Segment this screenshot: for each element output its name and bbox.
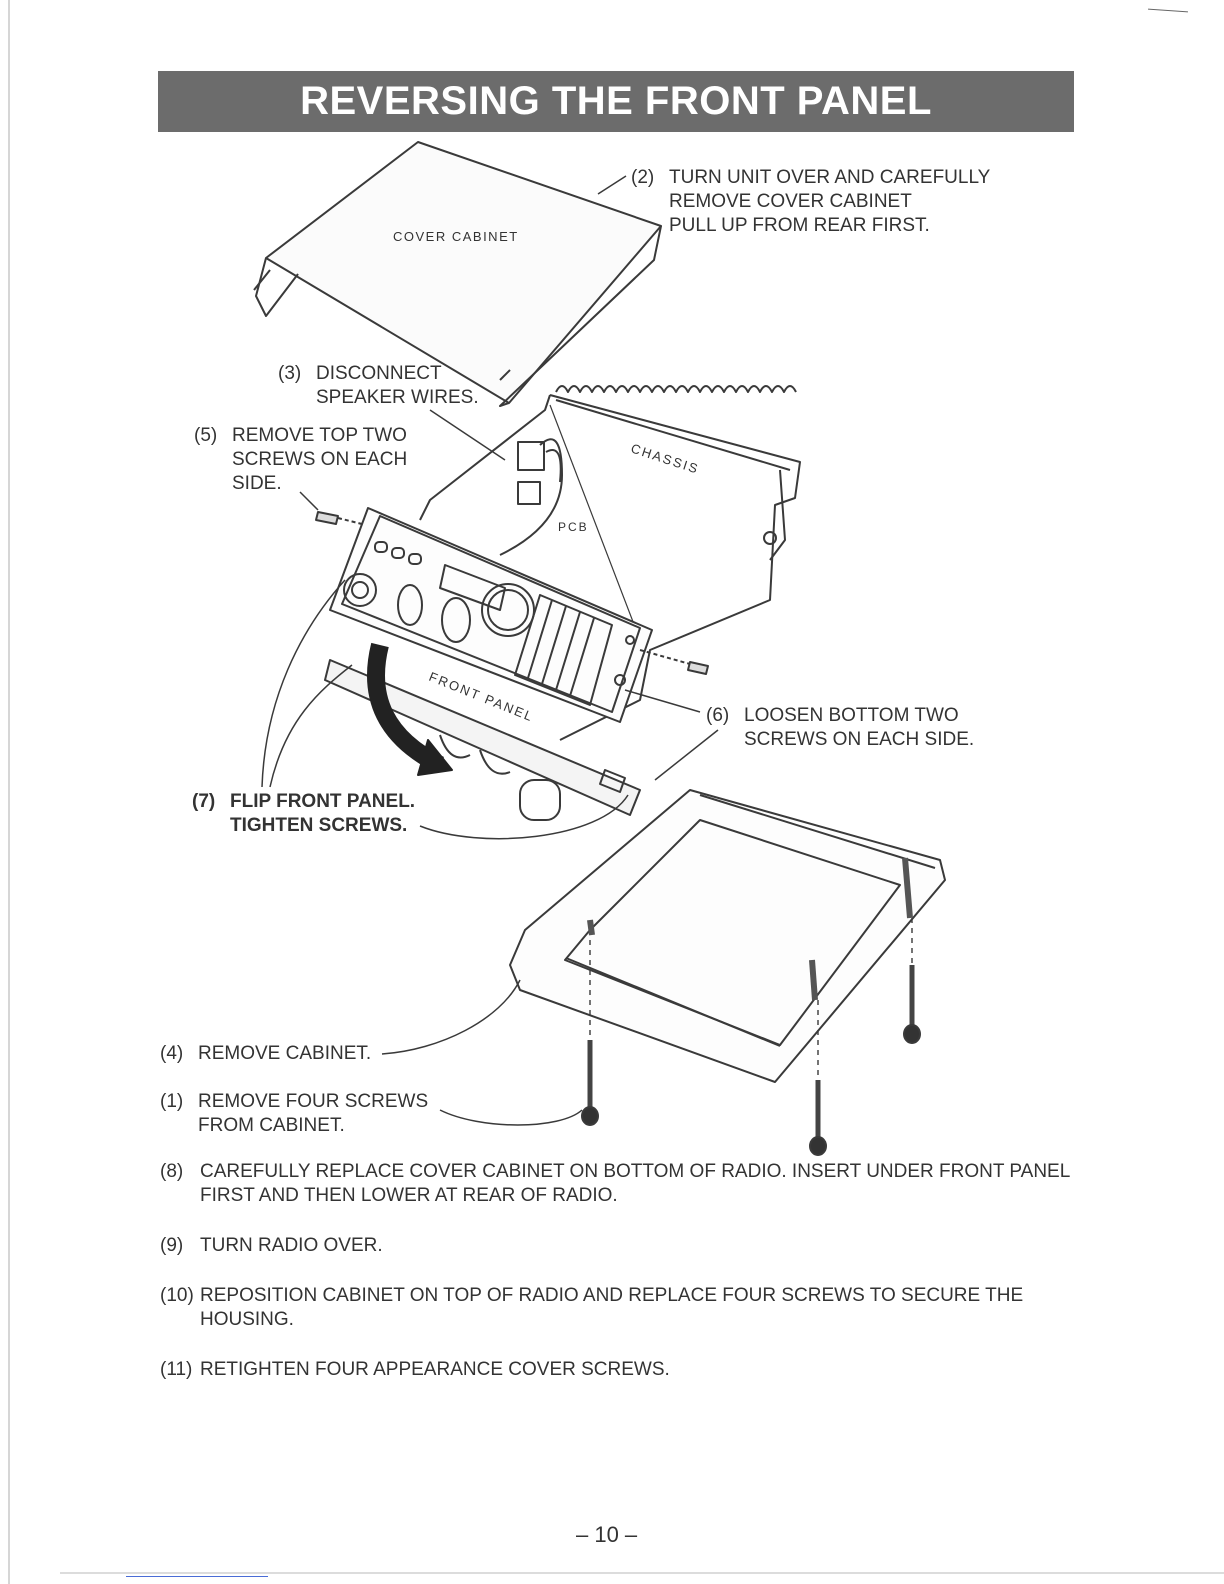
step-10: (10)REPOSITION CABINET ON TOP OF RADIO A… xyxy=(160,1285,1024,1330)
callout-2: (2)TURN UNIT OVER AND CAREFULLY REMOVE C… xyxy=(631,167,991,236)
bottom-underline xyxy=(126,1576,268,1577)
callout-7: (7)FLIP FRONT PANEL. TIGHTEN SCREWS. xyxy=(192,791,416,836)
callout-3: (3)DISCONNECT SPEAKER WIRES. xyxy=(278,363,479,408)
cabinet-screws xyxy=(581,918,921,1156)
label-pcb: PCB xyxy=(558,520,589,534)
callout-5: (5)REMOVE TOP TWO SCREWS ON EACH SIDE. xyxy=(194,425,408,494)
instruction-steps: (8)CAREFULLY REPLACE COVER CABINET ON BO… xyxy=(160,1160,1080,1408)
page-edge-bottom xyxy=(60,1572,1224,1574)
label-chassis: CHASSIS xyxy=(629,441,701,477)
front-panel xyxy=(329,507,653,723)
leader-lines xyxy=(261,175,719,1126)
chassis xyxy=(419,385,801,741)
page-title: REVERSING THE FRONT PANEL xyxy=(158,71,1074,132)
callout-6: (6)LOOSEN BOTTOM TWO SCREWS ON EACH SIDE… xyxy=(706,705,975,750)
screw-top-left xyxy=(315,511,363,525)
page-number: – 10 – xyxy=(576,1522,638,1547)
step-11: (11)RETIGHTEN FOUR APPEARANCE COVER SCRE… xyxy=(160,1359,670,1380)
front-panel-flipped xyxy=(324,659,641,821)
callout-4: (4)REMOVE CABINET. xyxy=(160,1043,372,1064)
page-edge xyxy=(8,0,10,1584)
screw-bottom-right xyxy=(639,649,709,675)
label-cover-cabinet: COVER CABINET xyxy=(393,229,519,244)
bottom-cabinet xyxy=(509,789,946,1083)
pcb-connector xyxy=(499,438,563,556)
step-8: (8)CAREFULLY REPLACE COVER CABINET ON BO… xyxy=(160,1161,1070,1206)
cover-cabinet-top xyxy=(253,141,662,407)
step-9: (9)TURN RADIO OVER. xyxy=(160,1235,383,1256)
callout-1: (1)REMOVE FOUR SCREWS FROM CABINET. xyxy=(160,1091,429,1136)
flip-arrow-head xyxy=(417,739,453,776)
